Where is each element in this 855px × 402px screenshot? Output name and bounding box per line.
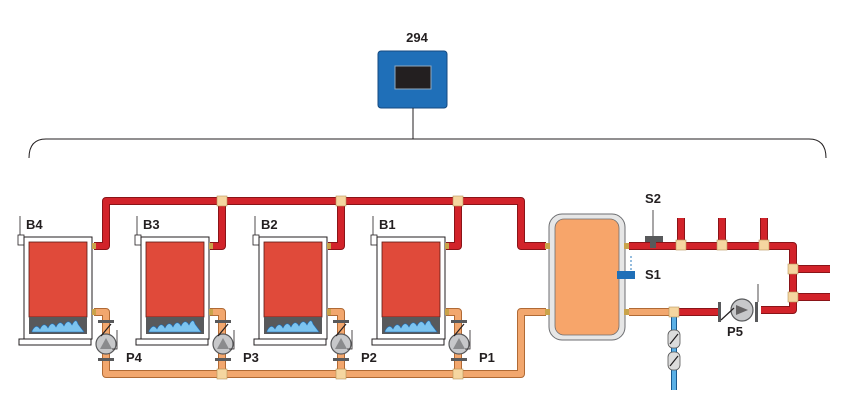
boiler-b4[interactable] xyxy=(17,216,96,346)
buffer-tank[interactable] xyxy=(545,213,629,341)
pump-label: P4 xyxy=(126,350,143,365)
boiler-label: B4 xyxy=(26,217,43,232)
return-header xyxy=(94,308,546,378)
pump-p5-label: P5 xyxy=(727,324,743,339)
controller-294[interactable] xyxy=(377,50,448,109)
supply-header xyxy=(94,197,546,250)
pump-p5[interactable] xyxy=(718,284,759,322)
pump-label: P3 xyxy=(243,350,259,365)
boiler-label: B3 xyxy=(143,217,160,232)
boiler-label: B2 xyxy=(261,217,278,232)
sensor-s1[interactable] xyxy=(617,271,635,279)
header-fittings xyxy=(216,195,464,380)
controller-label: 294 xyxy=(406,30,428,45)
sensor-s1-label: S1 xyxy=(645,267,661,282)
sensor-s2[interactable] xyxy=(645,236,663,248)
backflow-valves[interactable] xyxy=(667,329,681,371)
boiler-b1[interactable] xyxy=(370,216,449,346)
boiler-label: B1 xyxy=(379,217,396,232)
control-bracket xyxy=(28,138,827,159)
pump-label: P2 xyxy=(361,350,377,365)
system-fittings xyxy=(668,239,799,318)
pump-p1[interactable] xyxy=(448,320,471,361)
boiler-b3[interactable] xyxy=(134,216,213,346)
sensor-s2-label: S2 xyxy=(645,191,661,206)
pump-p4[interactable] xyxy=(95,320,118,361)
pump-label: P1 xyxy=(479,350,495,365)
boiler-b2[interactable] xyxy=(252,216,331,346)
system-loop xyxy=(629,218,830,390)
pump-p3[interactable] xyxy=(212,320,235,361)
pump-p2[interactable] xyxy=(330,320,353,361)
